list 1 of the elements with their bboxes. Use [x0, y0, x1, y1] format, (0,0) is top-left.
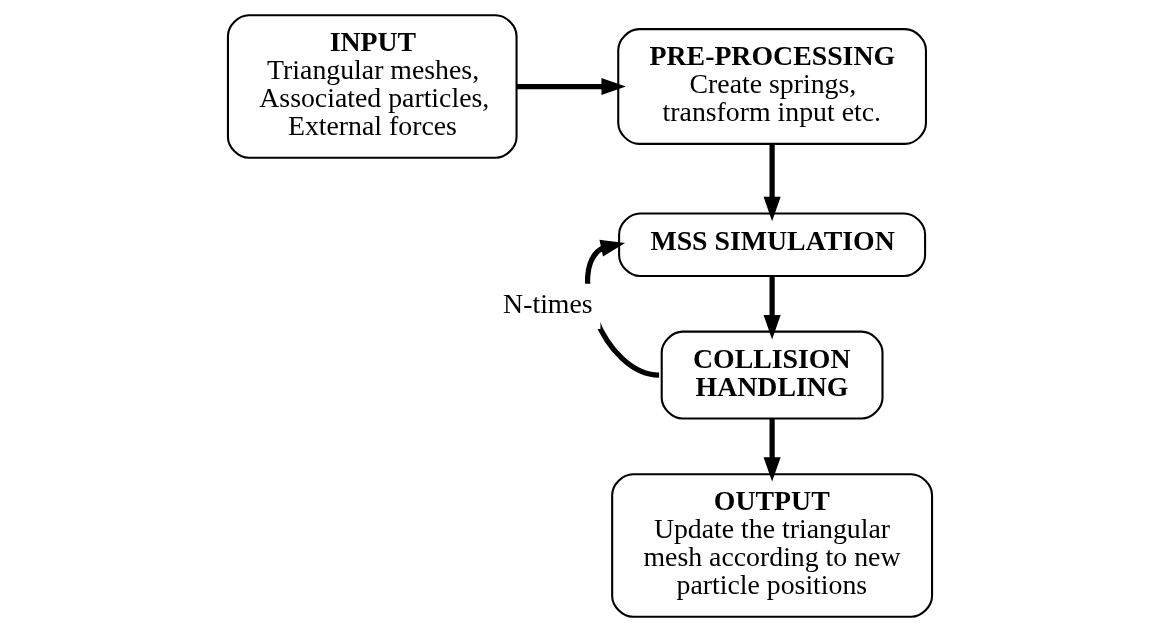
- edge-label: N-times: [503, 287, 593, 319]
